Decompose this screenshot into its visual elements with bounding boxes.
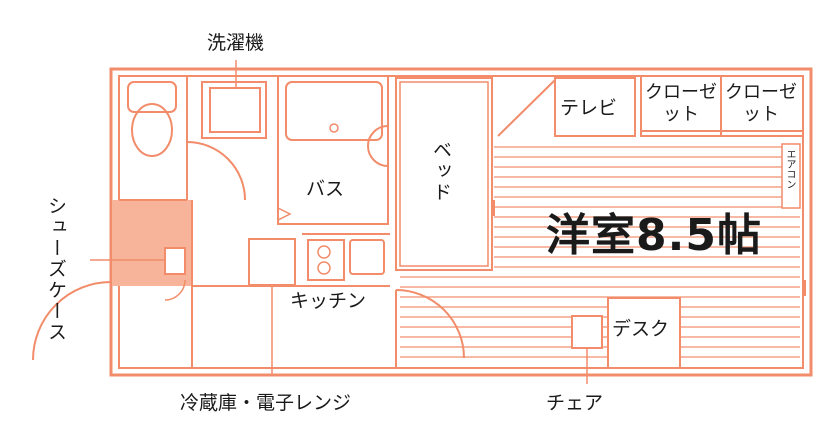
fridge-microwave-label: 冷蔵庫・電子レンジ <box>180 392 352 414</box>
closet-2-label: クローゼット <box>725 82 797 125</box>
aircon-box <box>781 143 801 209</box>
desk <box>607 297 681 369</box>
stove <box>307 239 345 281</box>
washing-machine-label: 洗濯機 <box>207 32 265 54</box>
tv-label: テレビ <box>560 97 618 119</box>
room-door-swing <box>395 289 465 359</box>
toilet-icon <box>127 81 177 157</box>
bed-mattress <box>399 81 489 267</box>
shoe-case-door <box>164 279 186 301</box>
bath-room <box>277 75 389 225</box>
bed-label: ベッド <box>430 140 452 203</box>
bath-door-marker <box>277 206 292 222</box>
washing-machine-frame <box>201 81 267 139</box>
washing-machine-drum <box>209 87 261 133</box>
shoe-case-label: シューズケース <box>45 196 67 343</box>
chair <box>571 315 603 349</box>
toilet-door-swing <box>186 141 246 201</box>
tv-stand <box>554 77 636 137</box>
outer-wall <box>109 67 813 377</box>
bath-drain <box>329 123 339 133</box>
aircon-label: エアコン <box>784 149 795 189</box>
bed-frame <box>395 77 493 271</box>
kitchen-label: キッチン <box>290 290 367 312</box>
chair-label: チェア <box>546 392 604 414</box>
fridge <box>248 238 296 286</box>
bathtub <box>285 81 383 141</box>
bath-label: バス <box>306 178 345 200</box>
bath-sink <box>367 125 389 167</box>
closet-1-label: クローゼット <box>645 82 717 125</box>
room-title: 洋室8.5帖 <box>546 210 762 261</box>
closet-2-box <box>720 75 804 137</box>
entry-door-swing <box>32 280 112 361</box>
burner-2 <box>317 261 331 275</box>
floor-lines <box>400 146 800 358</box>
tv-corner <box>497 79 556 137</box>
burner-1 <box>317 245 331 259</box>
shoe-case-box <box>164 247 186 275</box>
desk-label: デスク <box>612 318 670 340</box>
kitchen-sink <box>349 239 385 275</box>
